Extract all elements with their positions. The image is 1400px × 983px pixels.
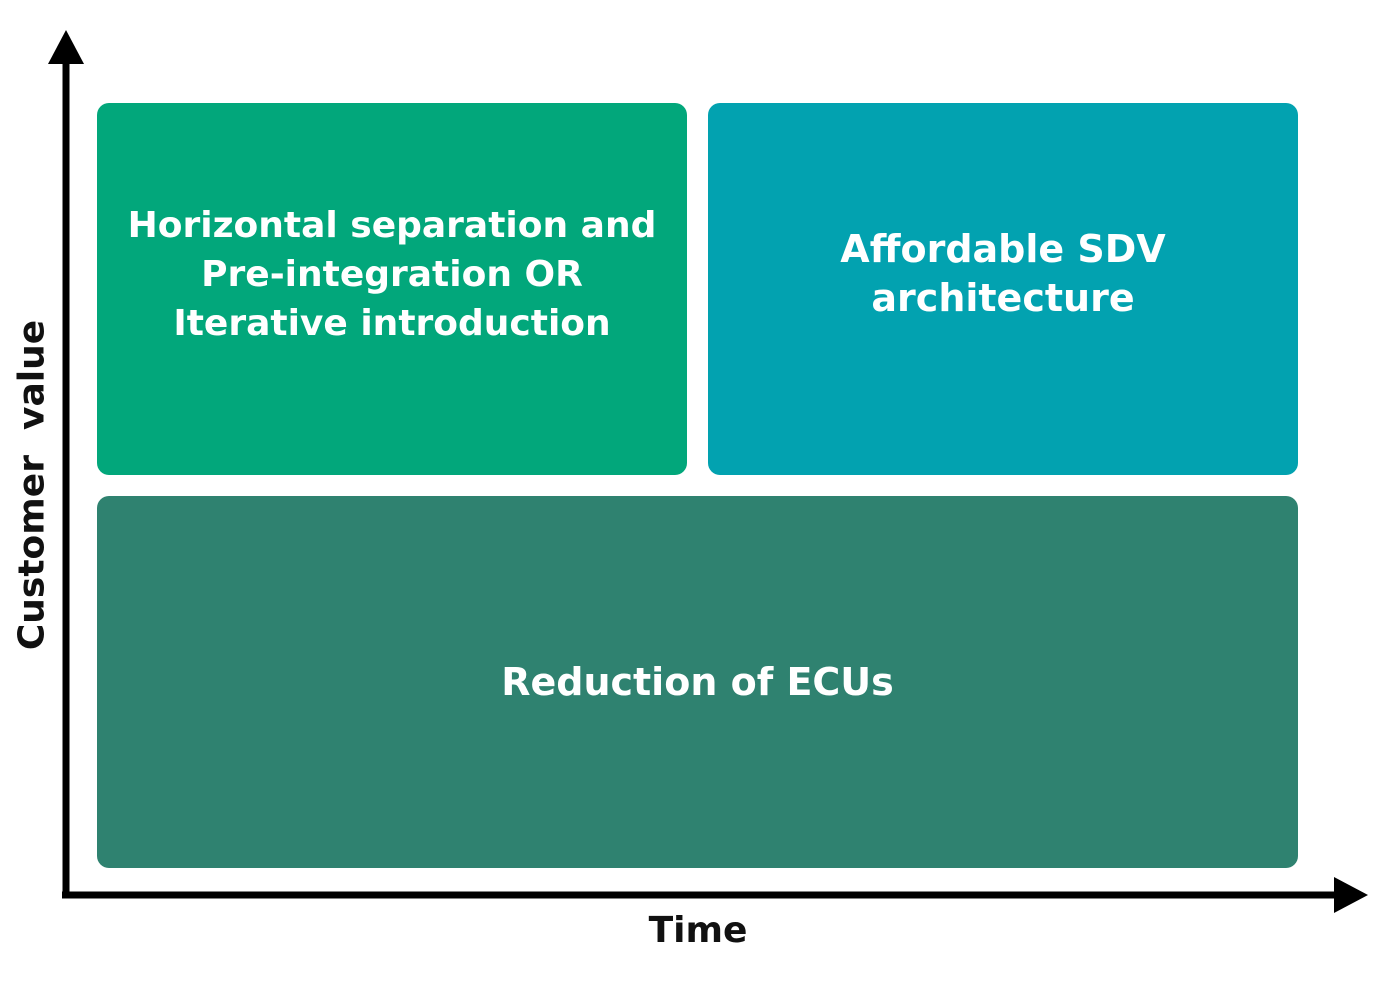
y-axis-label: Customer value: [11, 319, 53, 651]
box-affordable-sdv-label: Affordable SDV architecture: [840, 227, 1166, 320]
box-reduction-of-ecus-label: Reduction of ECUs: [501, 659, 894, 704]
box-affordable-sdv: Affordable SDV architecture: [708, 103, 1298, 475]
y-axis-arrow-icon: [48, 30, 84, 64]
x-axis-arrow-icon: [1334, 877, 1368, 913]
box-reduction-of-ecus: Reduction of ECUs: [97, 496, 1298, 868]
x-axis-label: Time: [648, 910, 748, 951]
box-horizontal-separation: Horizontal separation and Pre-integratio…: [97, 103, 687, 475]
box-horizontal-separation-label: Horizontal separation and Pre-integratio…: [127, 204, 657, 344]
